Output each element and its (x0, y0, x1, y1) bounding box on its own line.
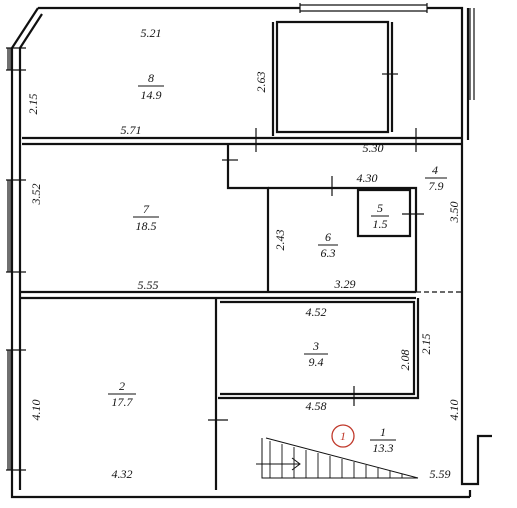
dim-5-71: 5.71 (121, 123, 142, 137)
room-1-number: 1 (380, 425, 386, 439)
position-marker: 1 (331, 424, 355, 448)
dim-2-43: 2.43 (273, 230, 287, 251)
room-2: 2 17.7 (108, 379, 136, 409)
dim-2-15-left: 2.15 (26, 94, 40, 115)
stairs (256, 437, 419, 479)
room-6-area: 6.3 (321, 246, 336, 260)
room-3: 3 9.4 (304, 339, 328, 369)
left-windows (6, 47, 26, 471)
room-2-area: 17.7 (112, 395, 134, 409)
interior-walls (20, 20, 462, 490)
room-7-number: 7 (143, 202, 150, 216)
room-5: 5 1.5 (371, 201, 389, 231)
dim-2-63: 2.63 (254, 72, 268, 93)
room-5-area: 1.5 (373, 217, 388, 231)
outer-walls (6, 3, 492, 499)
dim-5-30: 5.30 (363, 141, 384, 155)
dim-5-21: 5.21 (141, 26, 162, 40)
dimensions: 5.21 2.63 2.15 5.71 5.30 4.30 3.52 3.50 … (26, 26, 461, 481)
room-6: 6 6.3 (318, 230, 338, 260)
dim-2-15-right: 2.15 (419, 334, 433, 355)
room-8-number: 8 (148, 71, 154, 85)
dim-3-52: 3.52 (29, 184, 43, 206)
room-7: 7 18.5 (133, 202, 159, 233)
dim-4-30: 4.30 (357, 171, 378, 185)
dim-3-29: 3.29 (334, 277, 356, 291)
dim-5-55: 5.55 (138, 278, 159, 292)
room-8: 8 14.9 (138, 71, 164, 102)
room-6-number: 6 (325, 230, 331, 244)
room-1-area: 13.3 (373, 441, 394, 455)
dim-4-10-left: 4.10 (29, 400, 43, 421)
room-4-area: 7.9 (429, 179, 444, 193)
dim-2-08: 2.08 (398, 350, 412, 371)
dim-4-32: 4.32 (112, 467, 133, 481)
dim-3-50: 3.50 (447, 202, 461, 224)
room-7-area: 18.5 (136, 219, 157, 233)
dim-4-58: 4.58 (306, 399, 327, 413)
room-2-number: 2 (119, 379, 125, 393)
room-1: 1 13.3 (370, 425, 396, 455)
room-3-number: 3 (312, 339, 319, 353)
dim-4-52: 4.52 (306, 305, 327, 319)
marker-label: 1 (340, 429, 346, 443)
room-8-area: 14.9 (141, 88, 162, 102)
room-5-number: 5 (377, 201, 383, 215)
dim-4-10-right: 4.10 (447, 400, 461, 421)
room-4: 4 7.9 (425, 163, 447, 193)
dim-5-59: 5.59 (430, 467, 451, 481)
room-3-area: 9.4 (309, 355, 324, 369)
room-4-number: 4 (432, 163, 438, 177)
